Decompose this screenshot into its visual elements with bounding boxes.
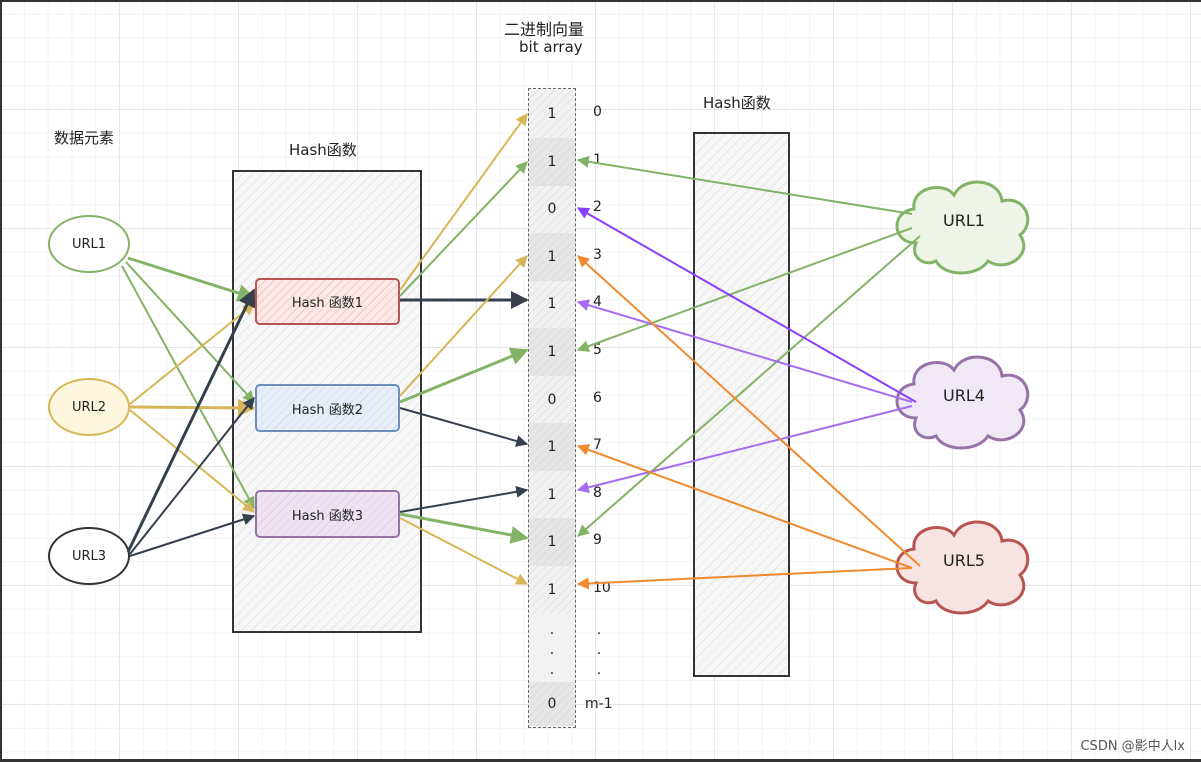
bit-value: 1 — [547, 534, 557, 550]
bit-index: 4 — [593, 294, 602, 310]
bit-value: 1 — [547, 154, 557, 170]
connection-arrow — [576, 299, 913, 403]
bit-array-column — [528, 88, 576, 728]
connection-arrow — [127, 256, 256, 302]
connection-arrow — [399, 517, 529, 585]
url5-cloud-shape — [895, 520, 1030, 615]
bit-index: 9 — [593, 532, 602, 548]
bit-cell: 1 — [529, 471, 575, 519]
connection-arrow — [129, 397, 255, 555]
hash-left-label: Hash函数 — [289, 141, 357, 159]
url1-cloud-shape — [895, 180, 1030, 275]
url1-cloud[interactable] — [895, 180, 1030, 275]
connection-arrow — [399, 347, 529, 404]
bit-value: 1 — [547, 582, 557, 598]
bit-cell: 0 — [529, 376, 575, 424]
bit-array-title-cn: 二进制向量 — [504, 20, 585, 39]
connection-arrow — [399, 512, 529, 544]
url5-cloud-label: URL5 — [943, 551, 985, 570]
connection-arrow — [121, 265, 255, 510]
bit-index: 0 — [593, 104, 602, 120]
bit-value: 1 — [547, 439, 557, 455]
hash-function-1[interactable]: Hash 函数1 — [255, 278, 400, 325]
connection-arrow — [399, 255, 528, 397]
connection-arrow — [399, 485, 529, 513]
hash-function-2[interactable]: Hash 函数2 — [255, 384, 400, 432]
connection-arrow — [576, 444, 913, 569]
bit-index-last: m-1 — [585, 696, 613, 712]
connection-arrow — [399, 161, 528, 297]
url3-node[interactable]: URL3 — [48, 527, 130, 585]
bit-index: 1 — [593, 152, 602, 168]
bit-cell: 1 — [529, 90, 575, 138]
url4-cloud-shape — [895, 355, 1030, 450]
url1-node[interactable]: URL1 — [48, 215, 130, 273]
connection-arrow — [576, 227, 913, 352]
hash-function-3[interactable]: Hash 函数3 — [255, 490, 400, 538]
watermark: CSDN @影中人lx — [1080, 739, 1185, 754]
connection-arrow — [129, 303, 255, 405]
bit-array-title-en: bit array — [519, 38, 583, 56]
bit-index: 6 — [593, 390, 602, 406]
bit-cell: 1 — [529, 138, 575, 186]
bit-value: 1 — [547, 106, 557, 122]
url1-cloud-label: URL1 — [943, 211, 985, 230]
url5-cloud[interactable] — [895, 520, 1030, 615]
bit-index: 3 — [593, 247, 602, 263]
url2-node[interactable]: URL2 — [48, 378, 130, 436]
bit-cell: 0 — [529, 185, 575, 233]
bit-index: 8 — [593, 485, 602, 501]
bit-value: 0 — [547, 392, 557, 408]
connection-arrow — [577, 255, 921, 567]
connection-arrow — [399, 407, 529, 447]
bit-value: 0 — [547, 201, 557, 217]
bit-cell: 1 — [529, 328, 575, 376]
connection-arrow — [577, 235, 921, 537]
frame-bottom-edge — [0, 759, 1201, 762]
connection-arrow — [125, 261, 255, 403]
connection-arrow — [399, 113, 528, 291]
bit-index: 7 — [593, 437, 602, 453]
hash-right-label: Hash函数 — [703, 94, 771, 112]
frame-left-edge — [0, 0, 2, 762]
connection-arrow — [129, 409, 255, 513]
ellipsis-cell: . . . — [549, 622, 555, 678]
data-elements-label: 数据元素 — [54, 129, 115, 147]
bit-value: 1 — [547, 487, 557, 503]
bit-value: 1 — [547, 296, 557, 312]
connection-arrow — [576, 155, 913, 215]
bit-index: 5 — [593, 342, 602, 358]
url4-cloud-label: URL4 — [943, 386, 985, 405]
connection-arrow — [129, 513, 256, 557]
frame-top-edge — [0, 0, 1201, 2]
bit-cell: 1 — [529, 566, 575, 614]
ellipsis-index: . . . — [596, 622, 602, 678]
bit-value: 1 — [547, 344, 557, 360]
bit-cell: 1 — [529, 233, 575, 281]
bit-cell-last: 0 — [529, 682, 575, 726]
bit-index: 2 — [593, 199, 602, 215]
connection-arrow — [126, 288, 256, 553]
bit-value: 1 — [547, 249, 557, 265]
bit-cell: 1 — [529, 280, 575, 328]
connection-arrow — [576, 405, 913, 494]
connection-arrow — [576, 567, 913, 590]
bit-cell: 1 — [529, 423, 575, 471]
url4-cloud[interactable] — [895, 355, 1030, 450]
connection-arrow — [576, 207, 917, 403]
bit-cell: 1 — [529, 518, 575, 566]
connection-arrow — [129, 398, 256, 417]
